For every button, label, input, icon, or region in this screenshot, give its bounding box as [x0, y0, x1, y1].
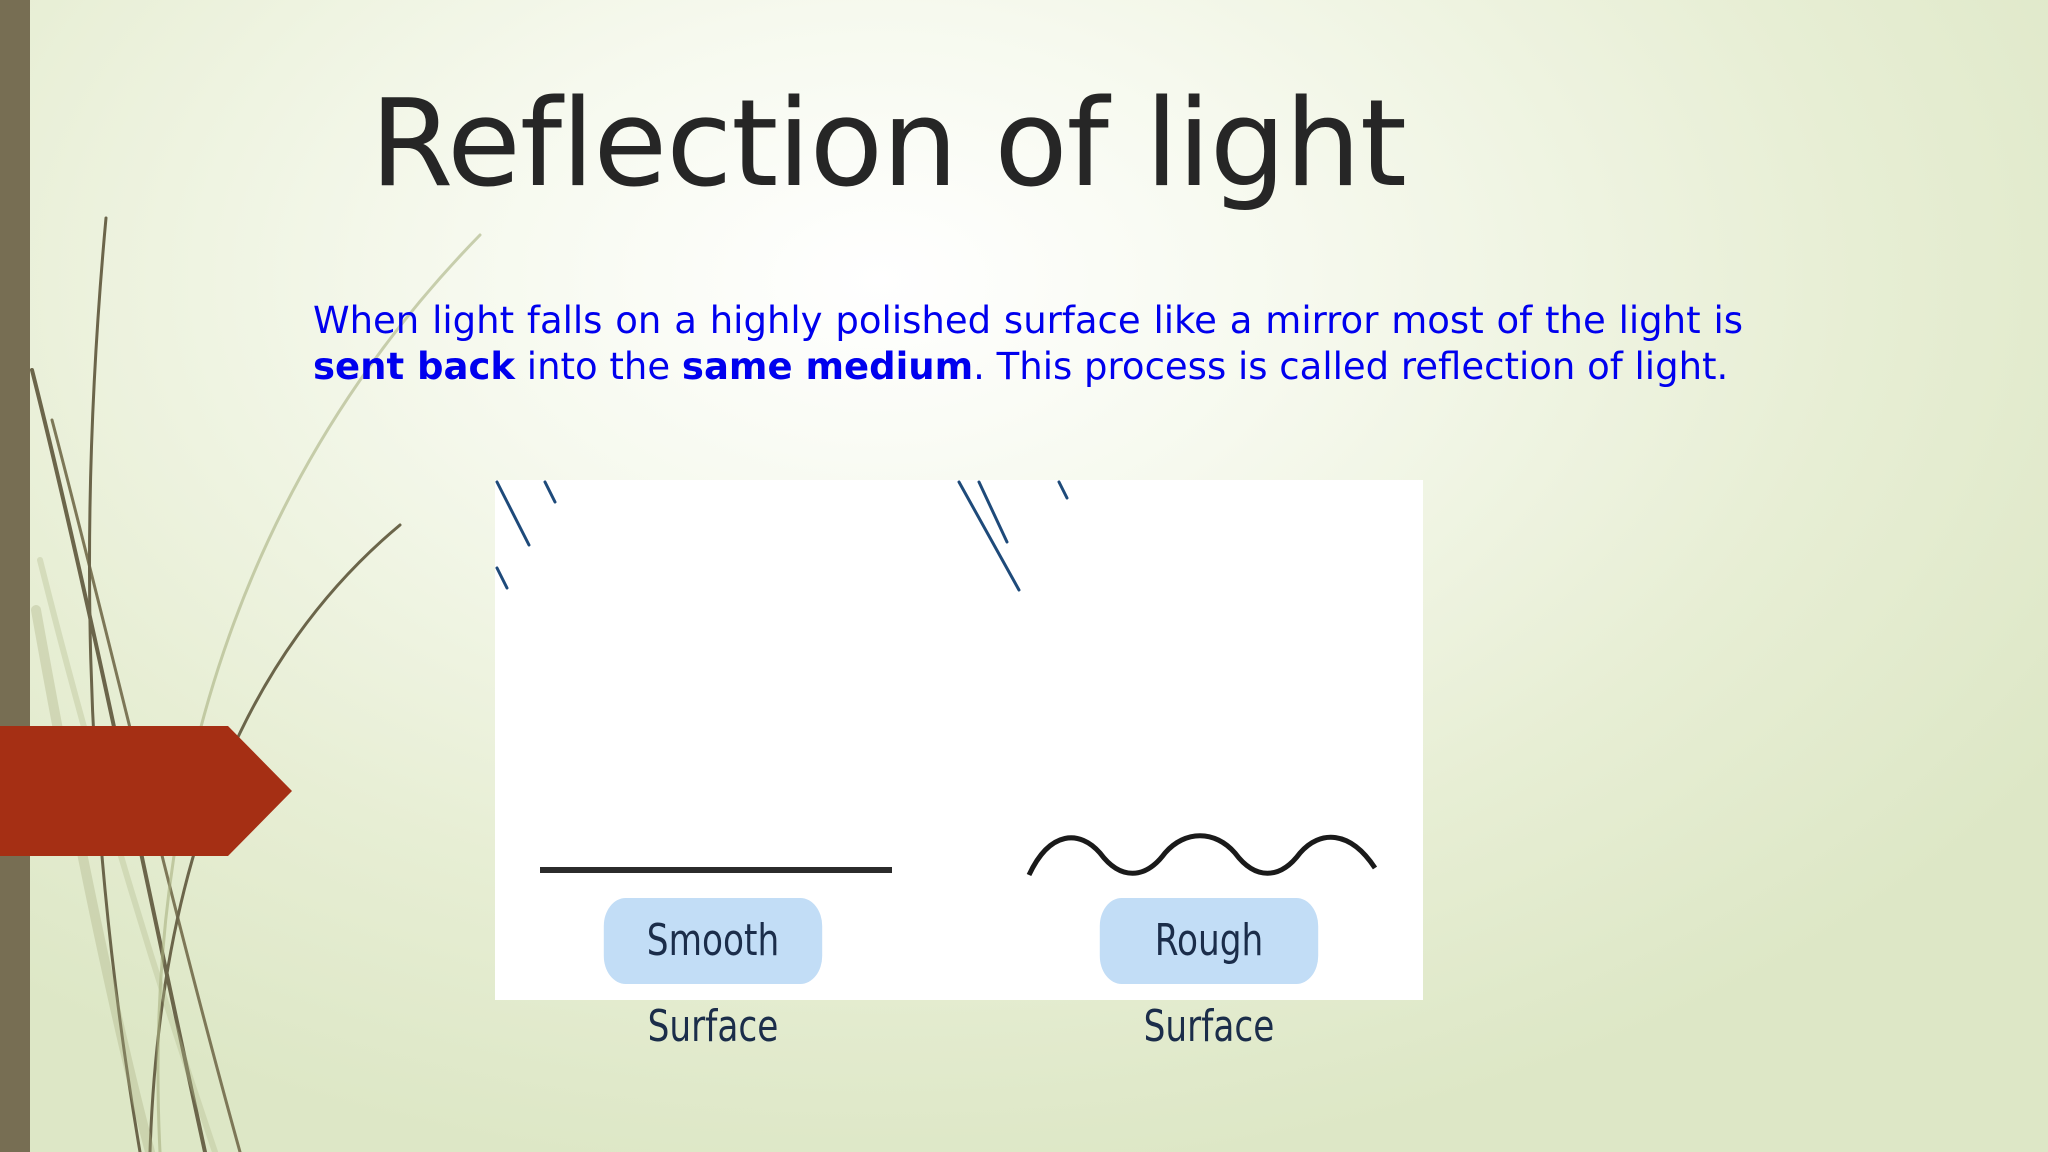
light-ray — [495, 566, 509, 590]
rough-surface-label: Rough Surface — [1099, 898, 1319, 1052]
smooth-surface-label: Smooth Surface — [603, 898, 823, 1052]
light-ray — [977, 480, 1009, 544]
light-ray — [957, 480, 1021, 592]
paragraph-text: When light falls on a highly polished su… — [313, 299, 1743, 342]
reflection-diagram — [495, 480, 1378, 877]
light-ray — [543, 480, 557, 504]
rough-surface-line — [1026, 833, 1378, 877]
emphasis-sent-back: sent back — [313, 345, 516, 388]
emphasis-same-medium: same medium — [681, 345, 974, 388]
slide-title: Reflection of light — [370, 75, 1407, 214]
red-arrow-tab — [0, 726, 292, 856]
light-ray — [1057, 480, 1069, 500]
paragraph-text: into the — [515, 345, 682, 388]
body-paragraph: When light falls on a highly polished su… — [313, 298, 1743, 390]
paragraph-text: . This process is called reflection of l… — [973, 345, 1729, 388]
left-accent-bar — [0, 0, 30, 1152]
light-ray — [495, 480, 531, 547]
reflection-figure: Smooth Surface Rough Surface — [495, 480, 1423, 1052]
